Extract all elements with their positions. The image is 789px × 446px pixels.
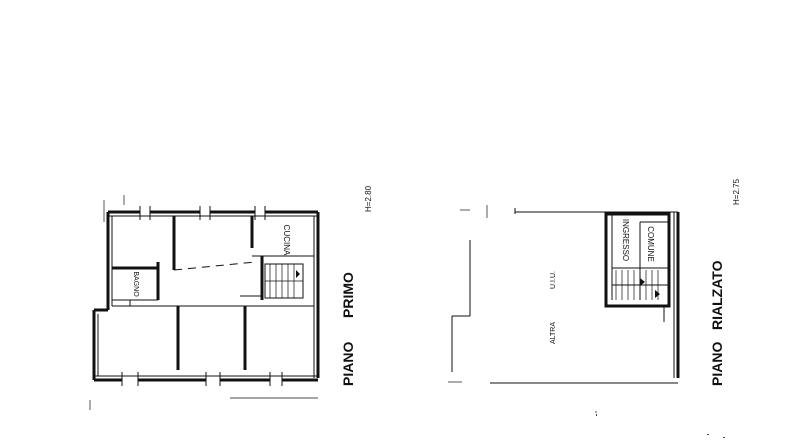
rialzato-title-rialzato: RIALZATO (709, 260, 725, 330)
primo-stair (264, 263, 304, 299)
primo-outer-walls (92, 210, 320, 382)
primo-interior-walls (112, 216, 314, 370)
primo-title-piano: PIANO (340, 342, 356, 386)
primo-title-primo: PRIMO (340, 272, 356, 318)
rialzato-title-piano: PIANO (709, 342, 725, 386)
primo-height-label: H=2.80 (364, 185, 373, 212)
room-label-ingresso: INGRESSO (621, 219, 630, 261)
scan-specks (596, 414, 725, 438)
room-label-comune: COMUNE (646, 226, 655, 262)
rialzato-floor-plan: INGRESSO COMUNE ALTRA U.I.U. PIANO RIALZ… (448, 178, 741, 413)
room-label-cucina: CUCINA (282, 225, 291, 256)
room-label-uiu: U.I.U. (550, 271, 557, 289)
rialzato-outer-walls (448, 205, 680, 413)
room-label-bagno: BAGNO (132, 271, 139, 297)
room-label-altra: ALTRA (550, 322, 557, 344)
rialzato-stair-block (604, 212, 671, 322)
primo-window-marks (89, 195, 318, 410)
rialzato-height-label: H=2.75 (732, 178, 741, 205)
primo-floor-plan: CUCINA BAGNO PIANO PRIMO H=2.80 (89, 185, 373, 410)
